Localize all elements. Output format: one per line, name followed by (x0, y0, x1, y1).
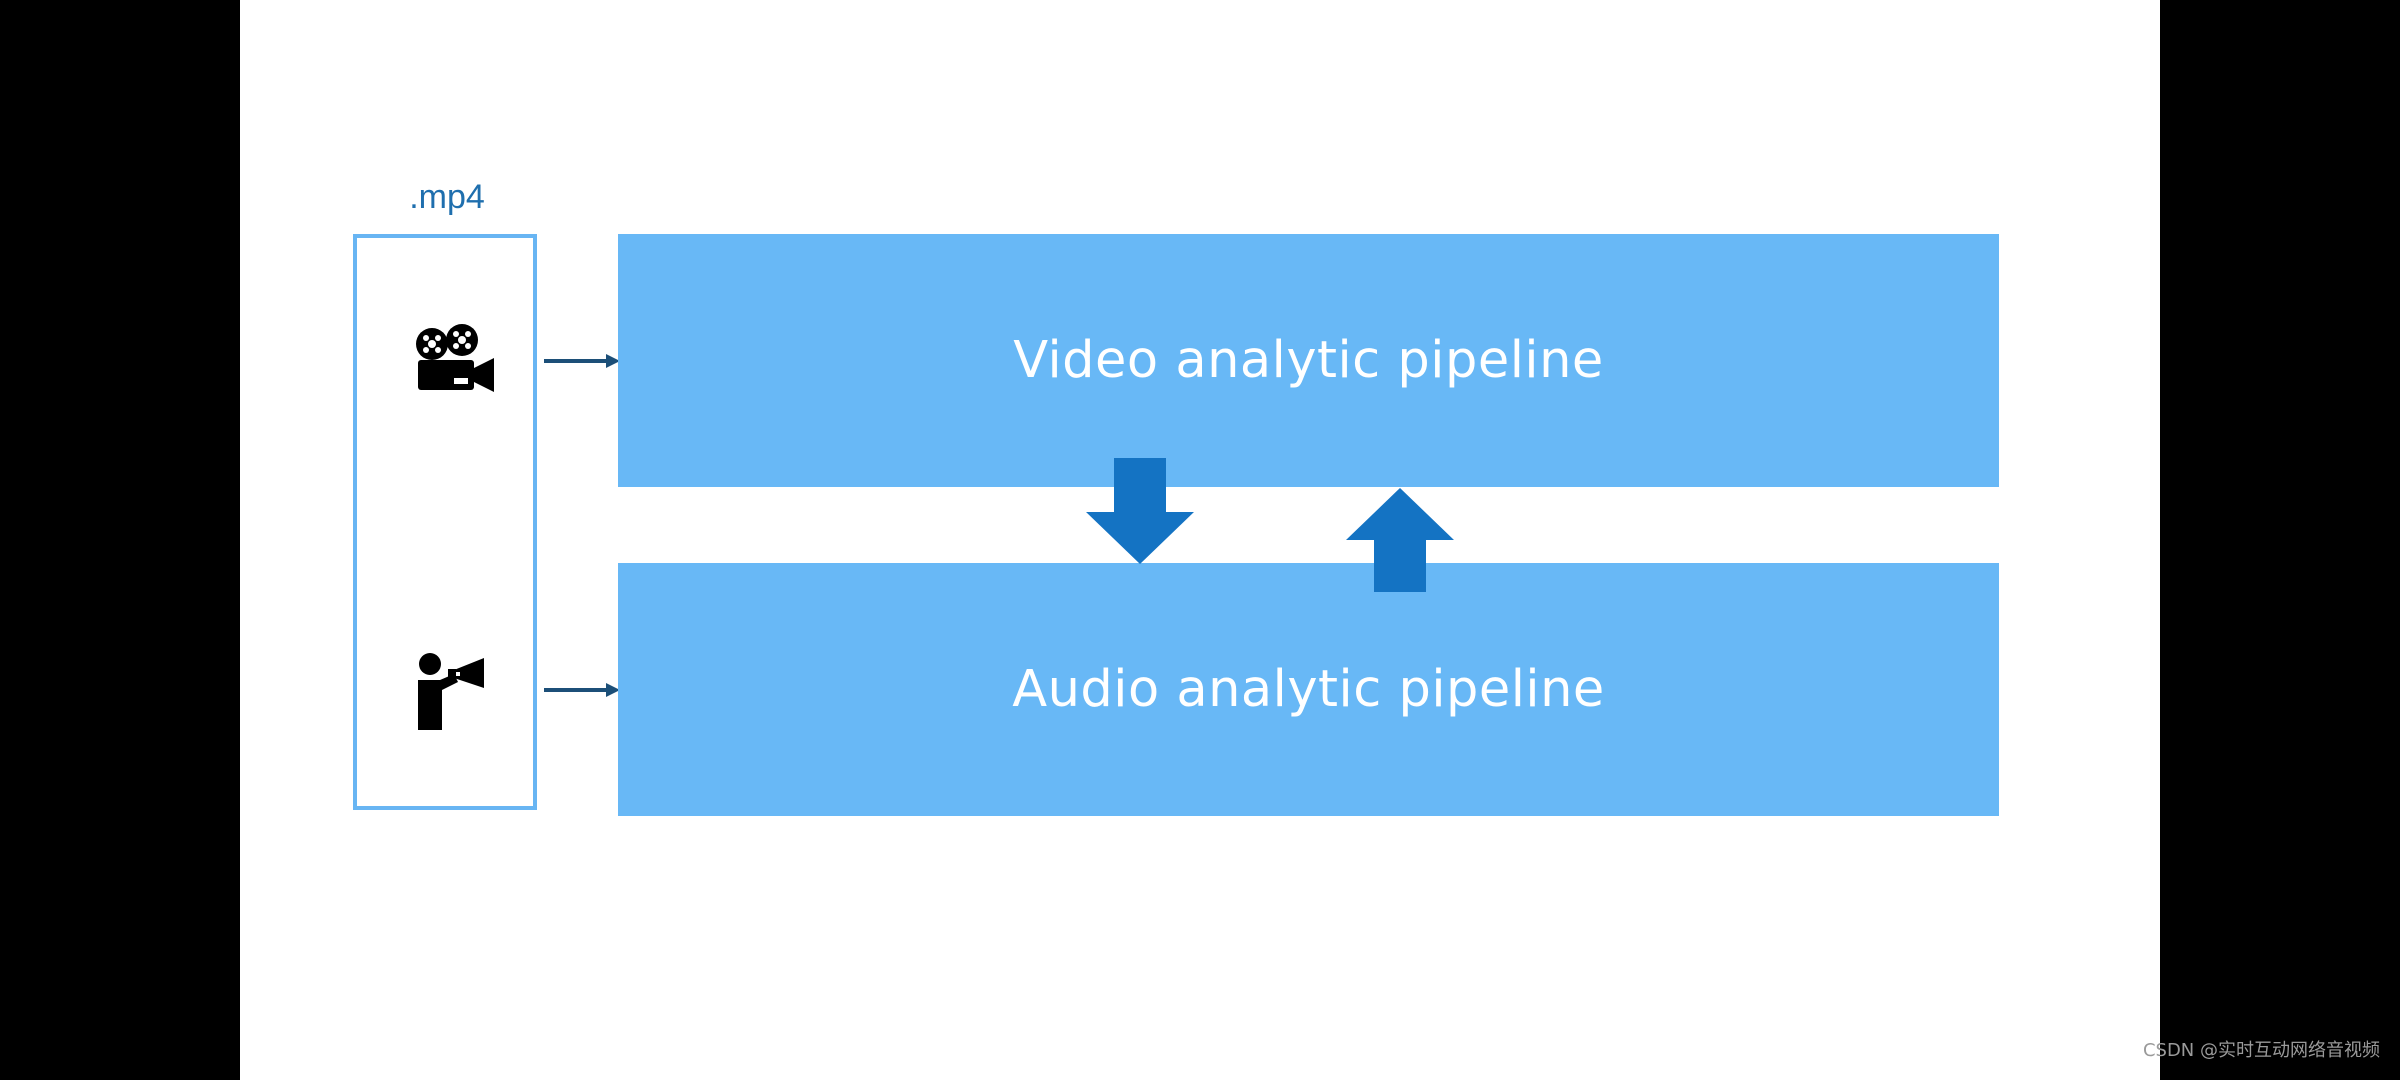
watermark-text: CSDN @实时互动网络音视频 (2142, 1040, 2380, 1061)
arrow-up-icon (1346, 488, 1454, 592)
audio-pipeline-block: Audio analytic pipeline (618, 563, 1999, 816)
slide-canvas: .mp4 (240, 0, 2160, 1080)
video-pipeline-label: Video analytic pipeline (1013, 331, 1604, 390)
audio-pipeline-label: Audio analytic pipeline (1012, 660, 1605, 719)
mp4-container-box (353, 234, 537, 810)
video-pipeline-block: Video analytic pipeline (618, 234, 1999, 487)
person-megaphone-icon (418, 653, 484, 730)
file-format-label: .mp4 (409, 178, 485, 216)
movie-camera-icon (416, 324, 494, 392)
audio-input-arrow (544, 683, 620, 697)
arrow-down-icon (1086, 458, 1194, 564)
video-input-arrow (544, 354, 620, 368)
